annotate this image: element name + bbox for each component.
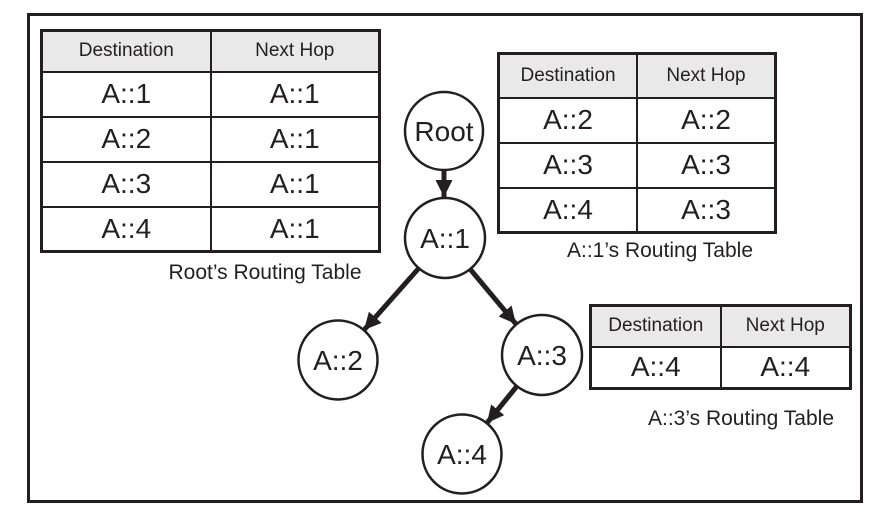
column-header-next-hop: Next Hop [636,52,777,99]
routing-table-cell: A::1 [209,205,381,253]
edge-a1-to-a2 [362,266,421,332]
node-circle-a2 [297,319,379,401]
routing-table-cell: A::3 [497,141,638,189]
routing-table-cell: A::3 [636,141,777,189]
node-label-a3: A::3 [517,340,567,371]
routing-table-cell: A::2 [636,96,777,144]
node-label-a2: A::2 [313,345,363,376]
column-header-destination: Destination [589,304,722,348]
table-row: A::1 A::1 [40,70,381,118]
routing-table-cell: A::4 [40,205,212,253]
routing-table-a1: Destination Next Hop A::2 A::2 A::3 A::3… [497,52,777,234]
routing-table-cell: A::4 [719,345,852,390]
table-row: A::2 A::2 [497,96,777,144]
table-row: A::4 A::1 [40,205,381,253]
node-circle-a1 [403,196,487,280]
nodes: Root A::1 A::2 A::3 A::4 [297,90,584,495]
table-row: A::4 A::4 [589,345,852,390]
routing-table-cell: A::2 [40,115,212,163]
node-circle-root [403,90,485,172]
node-circle-a3 [500,313,584,397]
column-header-destination: Destination [40,29,212,73]
edge-a3-to-a4 [485,384,519,425]
routing-table-root: Destination Next Hop A::1 A::1 A::2 A::1… [40,29,381,253]
caption-a3-routing-table: A::3’s Routing Table [647,407,835,430]
column-header-destination: Destination [497,52,638,99]
table-row: A::4 A::3 [497,186,777,234]
node-label-a4: A::4 [437,439,487,470]
routing-table-cell: A::1 [209,160,381,208]
caption-root-routing-table: Root’s Routing Table [168,261,362,284]
table-row: A::3 A::1 [40,160,381,208]
routing-table-cell: A::3 [40,160,212,208]
node-circle-a4 [421,413,503,495]
edges [362,171,519,425]
table-row: A::2 A::1 [40,115,381,163]
routing-table-cell: A::3 [636,186,777,234]
routing-table-cell: A::4 [497,186,638,234]
routing-table-cell: A::2 [497,96,638,144]
routing-table-cell: A::1 [209,70,381,118]
routing-table-a3: Destination Next Hop A::4 A::4 [589,304,852,390]
routing-table-cell: A::1 [40,70,212,118]
caption-a1-routing-table: A::1’s Routing Table [566,239,754,262]
table-row: A::3 A::3 [497,141,777,189]
routing-table-cell: A::1 [209,115,381,163]
column-header-next-hop: Next Hop [209,29,381,73]
node-label-root: Root [414,116,473,147]
column-header-next-hop: Next Hop [719,304,852,348]
routing-table-cell: A::4 [589,345,722,390]
node-label-a1: A::1 [420,223,470,254]
edge-a1-to-a3 [468,267,518,326]
